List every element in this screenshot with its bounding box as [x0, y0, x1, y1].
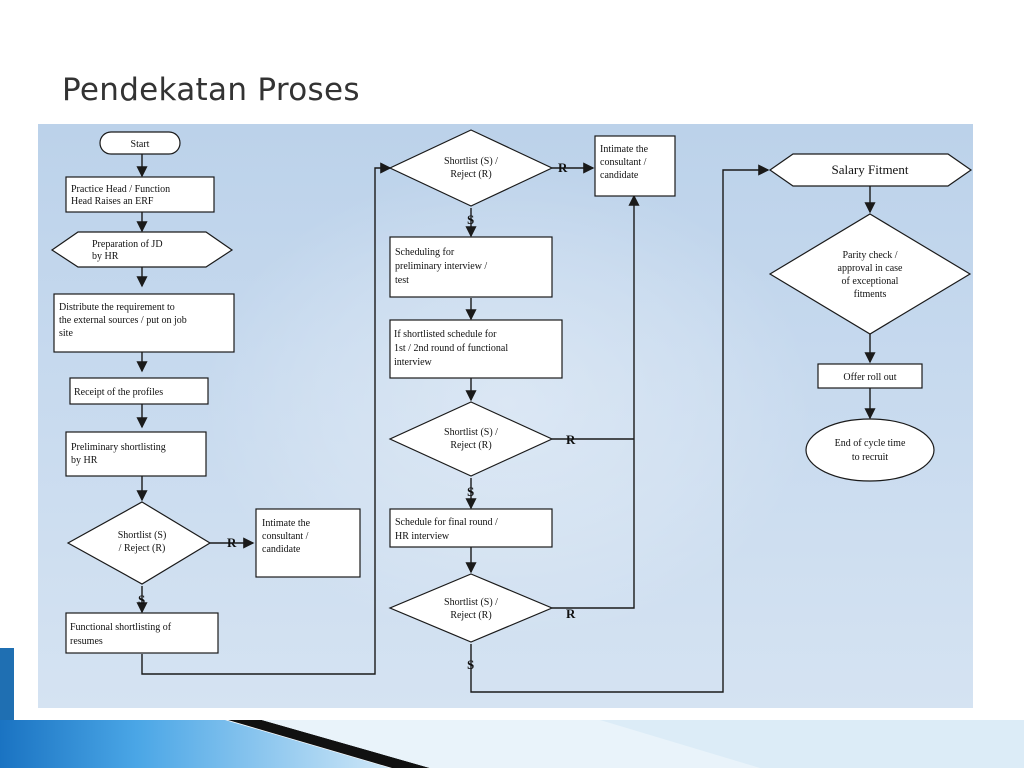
decision-diamond: [768, 213, 972, 335]
node-text: Functional shortlisting of: [70, 622, 172, 633]
node-text: by HR: [92, 251, 119, 262]
decision-text: Reject (R): [450, 169, 491, 180]
decision-text: of exceptional: [842, 276, 899, 287]
footer-decoration: [0, 720, 1024, 768]
salary-fitment-box: [768, 153, 973, 187]
node-text: Distribute the requirement to: [59, 302, 175, 313]
node-text: Receipt of the profiles: [74, 387, 163, 398]
shortlist-label: S: [467, 212, 474, 227]
process-box: [69, 377, 209, 405]
start-terminal: [99, 131, 181, 155]
node-text: Intimate the: [600, 144, 649, 155]
node-text: to recruit: [852, 452, 889, 463]
node-text: test: [395, 275, 409, 286]
node-text: candidate: [262, 544, 301, 555]
decision-text: / Reject (R): [119, 543, 166, 554]
reject-label: R: [566, 606, 576, 621]
left-accent-bar: [0, 648, 14, 720]
decision-diamond: [388, 573, 554, 643]
reject-label: R: [558, 160, 568, 175]
reject-box: [594, 135, 676, 197]
node-text: Intimate the: [262, 518, 311, 529]
node-text: interview: [394, 357, 433, 368]
node-text: Schedule for final round /: [395, 517, 498, 528]
decision-diamond: [388, 129, 554, 207]
preparation-box: [50, 231, 234, 268]
node-text: If shortlisted schedule for: [394, 329, 497, 340]
decision-text: Shortlist (S) /: [444, 156, 498, 167]
flowchart: R S R S R S R S Start Practice Head / Fu…: [50, 129, 973, 693]
branch-labels: R S R S R S R S: [138, 160, 576, 672]
process-box: [65, 431, 207, 477]
process-box: [389, 236, 553, 298]
node-text: End of cycle time: [835, 438, 906, 449]
decision-text: Parity check /: [843, 250, 898, 261]
process-box: [65, 176, 215, 213]
decision-diamond: [66, 501, 212, 585]
node-text: by HR: [71, 455, 98, 466]
shortlist-label: S: [467, 484, 474, 499]
node-text: 1st / 2nd round of functional: [394, 343, 508, 354]
shortlist-label: S: [467, 657, 474, 672]
reject-label: R: [566, 432, 576, 447]
end-terminal: [805, 418, 935, 482]
node-text: consultant /: [262, 531, 309, 542]
flowchart-panel: R S R S R S R S Start Practice Head / Fu…: [38, 124, 973, 708]
node-text: the external sources / put on job: [59, 315, 187, 326]
node-text: Head Raises an ERF: [71, 196, 154, 207]
decision-text: Shortlist (S): [118, 530, 167, 541]
decision-text: Shortlist (S) /: [444, 597, 498, 608]
process-box: [389, 508, 553, 548]
reject-label: R: [227, 535, 237, 550]
node-text: candidate: [600, 170, 639, 181]
page-title: Pendekatan Proses: [62, 72, 360, 108]
process-box: [389, 319, 563, 379]
decision-text: fitments: [854, 289, 887, 300]
process-box: [65, 612, 219, 654]
decision-text: approval in case: [838, 263, 904, 274]
node-text: Preparation of JD: [92, 239, 163, 250]
process-box: [817, 363, 923, 389]
node-text: Practice Head / Function: [71, 184, 170, 195]
start-label: Start: [131, 139, 150, 150]
node-text: consultant /: [600, 157, 647, 168]
decision-diamond: [388, 401, 554, 477]
node-text: Preliminary shortlisting: [71, 442, 166, 453]
node-text: preliminary interview /: [395, 261, 487, 272]
node-text: site: [59, 328, 73, 339]
node-text: Offer roll out: [843, 372, 896, 383]
connectors: [136, 154, 876, 693]
decision-text: Reject (R): [450, 610, 491, 621]
decision-text: Reject (R): [450, 440, 491, 451]
decision-text: Shortlist (S) /: [444, 427, 498, 438]
node-text: HR interview: [395, 531, 450, 542]
process-box: [53, 293, 235, 353]
node-text: Scheduling for: [395, 247, 455, 258]
shortlist-label: S: [138, 592, 145, 607]
reject-box: [255, 508, 361, 578]
node-text: resumes: [70, 636, 103, 647]
node-text: Salary Fitment: [832, 162, 909, 177]
